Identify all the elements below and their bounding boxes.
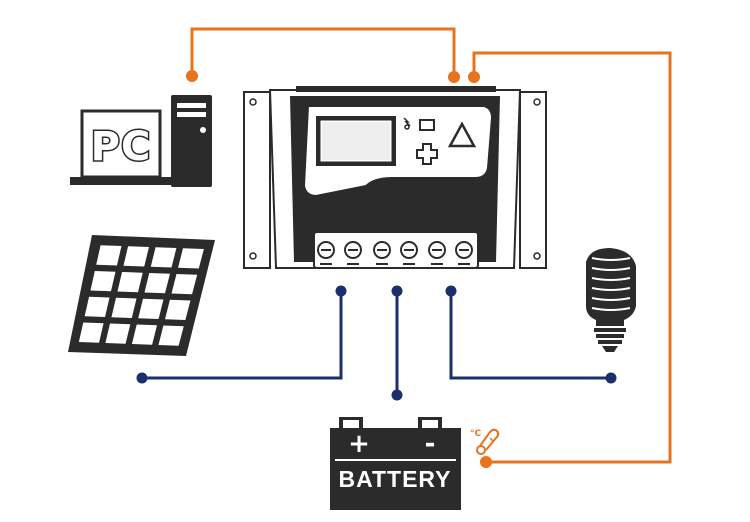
solar-cell: [78, 322, 104, 343]
load-wire-dot: [605, 372, 617, 384]
solar-cell: [84, 296, 110, 318]
pc-to-controller-wire: [190, 27, 456, 76]
terminal-marker: [320, 263, 332, 265]
temp-sensor-dot: [480, 456, 492, 468]
solar-cell: [164, 299, 191, 321]
pc-monitor-tower-icon: PC: [70, 95, 212, 187]
load-terminal-dot: [445, 285, 457, 297]
terminal-marker: [403, 263, 415, 265]
solar-panel-icon: [68, 235, 215, 356]
battery-label: BATTERY: [338, 466, 451, 492]
bulb-coil-line: [591, 257, 631, 261]
temp-unit-label: °C: [470, 429, 482, 439]
battery-terminal-dot: [391, 285, 403, 297]
solar-terminal-dot: [335, 285, 347, 297]
load-wire: [449, 291, 611, 380]
bulb-coil-line: [591, 267, 631, 271]
pc-label: PC: [91, 124, 152, 170]
solar-cell: [144, 272, 170, 294]
solar-cell: [96, 245, 122, 266]
power-wires: [136, 285, 617, 401]
battery-wire-dot: [391, 389, 403, 401]
solar-cell: [131, 324, 158, 345]
pc-wire-dot: [186, 70, 198, 82]
solar-cell: [117, 271, 143, 293]
bulb-coil-line: [591, 277, 631, 281]
comm-wires: [186, 27, 672, 468]
battery-minus-sign: -: [425, 429, 436, 459]
light-bulb-icon: [586, 248, 636, 352]
terminal-marker: [376, 263, 388, 265]
bulb-coil-line: [591, 307, 631, 311]
solar-cell: [111, 297, 137, 319]
bulb-coil-line: [591, 297, 631, 301]
bulb-coil-line: [591, 287, 631, 291]
terminal-marker: [458, 263, 470, 265]
solar-cell: [150, 247, 177, 268]
solar-cell: [158, 325, 184, 346]
solar-charge-controller-icon: [243, 86, 547, 269]
battery-icon: + - BATTERY: [330, 417, 461, 510]
solar-cell: [90, 270, 116, 292]
solar-cell: [123, 246, 149, 267]
solar-cell: [138, 298, 164, 320]
solar-cell: [171, 273, 198, 295]
controller-port-dot-2: [468, 71, 480, 83]
solar-wire-dot: [136, 372, 148, 384]
solar-cell: [105, 323, 131, 344]
battery-plus-sign: +: [348, 429, 370, 459]
terminal-marker: [431, 263, 443, 265]
controller-port-dot-1: [448, 71, 460, 83]
temp-sensor-wire: [472, 51, 672, 464]
solar-wire: [142, 291, 343, 380]
thermometer-icon: °C: [470, 428, 500, 455]
terminal-marker: [347, 263, 359, 265]
solar-cell: [178, 248, 204, 269]
